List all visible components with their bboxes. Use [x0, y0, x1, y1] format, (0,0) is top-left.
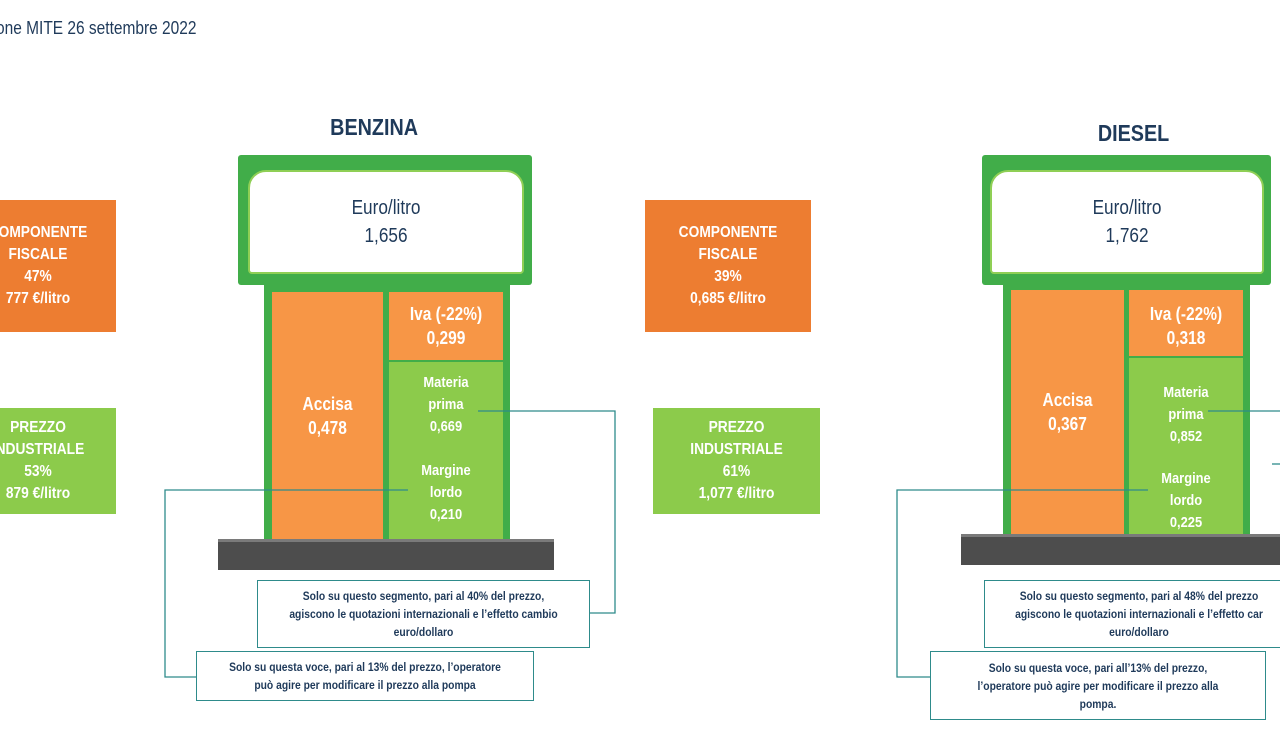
diesel-iva-text: Iva (-22%) 0,318: [1129, 302, 1243, 350]
benzina-fiscal-label-1: COMPONENTE: [0, 224, 88, 241]
benzina-accisa-value: 0,478: [308, 418, 347, 438]
benzina-segment-note: Solo su questo segmento, pari al 40% del…: [257, 580, 590, 648]
diesel-iva-label: Iva (-22%): [1149, 304, 1223, 324]
diesel-industrial-column: [1129, 358, 1243, 537]
diesel-fiscal-label-2: FISCALE: [698, 246, 758, 263]
benzina-materia-text: Materia prima 0,669: [389, 372, 503, 438]
diesel-pump-base: [961, 534, 1280, 565]
diesel-total-price: 1,762: [1105, 225, 1149, 247]
diesel-price-display: Euro/litro 1,762: [990, 170, 1264, 274]
diesel-industrial-label-2: INDUSTRIALE: [690, 441, 783, 458]
diesel-industrial-value: 1,077 €/litro: [698, 485, 775, 502]
benzina-materia-line-2: prima: [428, 396, 464, 413]
diesel-industrial-label-1: PREZZO: [708, 419, 765, 436]
benzina-total-price: 1,656: [364, 225, 408, 247]
benzina-title: BENZINA: [330, 114, 418, 140]
benzina-industrial-label-1: PREZZO: [10, 419, 66, 436]
benzina-voice-note: Solo su questa voce, pari al 13% del pre…: [196, 651, 534, 701]
benzina-materia-value: 0,669: [429, 418, 463, 435]
benzina-industrial-percent: 53%: [24, 463, 52, 480]
diesel-margine-line-1: Margine: [1161, 470, 1211, 487]
benzina-materia-line-1: Materia: [423, 374, 469, 391]
diesel-margine-line-2: lordo: [1169, 492, 1203, 509]
diesel-fiscal-value: 0,685 €/litro: [690, 290, 766, 307]
benzina-fiscal-component-box: COMPONENTE FISCALE 47% 777 €/litro: [0, 200, 116, 332]
benzina-industrial-value: 879 €/litro: [5, 485, 71, 502]
diesel-unit-label: Euro/litro: [1092, 197, 1162, 219]
benzina-price-display: Euro/litro 1,656: [248, 170, 524, 274]
diesel-materia-line-2: prima: [1168, 406, 1204, 423]
diesel-materia-value: 0,852: [1169, 428, 1203, 445]
diesel-margine-value: 0,225: [1169, 514, 1203, 531]
benzina-accisa-text: Accisa 0,478: [272, 392, 383, 440]
diesel-materia-line-1: Materia: [1163, 384, 1209, 401]
benzina-margine-value: 0,210: [429, 506, 463, 523]
benzina-unit-label: Euro/litro: [351, 197, 421, 219]
diesel-accisa-text: Accisa 0,367: [1011, 388, 1124, 436]
benzina-iva-text: Iva (-22%) 0,299: [389, 302, 503, 350]
benzina-accisa-label: Accisa: [302, 394, 353, 414]
diesel-materia-text: Materia prima 0,852: [1129, 382, 1243, 448]
benzina-iva-label: Iva (-22%): [409, 304, 483, 324]
diesel-fiscal-percent: 39%: [714, 268, 742, 285]
diesel-iva-segment: [1129, 290, 1243, 356]
diesel-margine-text: Margine lordo 0,225: [1129, 468, 1243, 534]
benzina-fiscal-percent: 47%: [24, 268, 52, 285]
diesel-fiscal-label-1: COMPONENTE: [678, 224, 778, 241]
diesel-iva-value: 0,318: [1166, 328, 1206, 348]
benzina-fiscal-label-2: FISCALE: [8, 246, 68, 263]
diesel-accisa-value: 0,367: [1048, 414, 1087, 434]
benzina-margine-text: Margine lordo 0,210: [389, 460, 503, 526]
diesel-fiscal-component-box: COMPONENTE FISCALE 39% 0,685 €/litro: [645, 200, 811, 332]
diesel-title: DIESEL: [1098, 120, 1170, 146]
benzina-pump-base: [218, 539, 554, 570]
page-title: one MITE 26 settembre 2022: [0, 18, 197, 38]
benzina-industrial-price-box: PREZZO INDUSTRIALE 53% 879 €/litro: [0, 408, 116, 514]
benzina-margine-line-2: lordo: [429, 484, 463, 501]
diesel-segment-note: Solo su questo segmento, pari al 48% del…: [984, 580, 1280, 648]
benzina-margine-line-1: Margine: [421, 462, 471, 479]
diesel-accisa-label: Accisa: [1042, 390, 1093, 410]
diesel-voice-note: Solo su questa voce, pari all’13% del pr…: [930, 651, 1266, 720]
benzina-fiscal-value: 777 €/litro: [5, 290, 71, 307]
diesel-industrial-price-box: PREZZO INDUSTRIALE 61% 1,077 €/litro: [653, 408, 820, 514]
benzina-iva-segment: [389, 292, 503, 360]
benzina-industrial-label-2: INDUSTRIALE: [0, 441, 85, 458]
diesel-industrial-percent: 61%: [722, 463, 751, 480]
benzina-iva-value: 0,299: [426, 328, 466, 348]
